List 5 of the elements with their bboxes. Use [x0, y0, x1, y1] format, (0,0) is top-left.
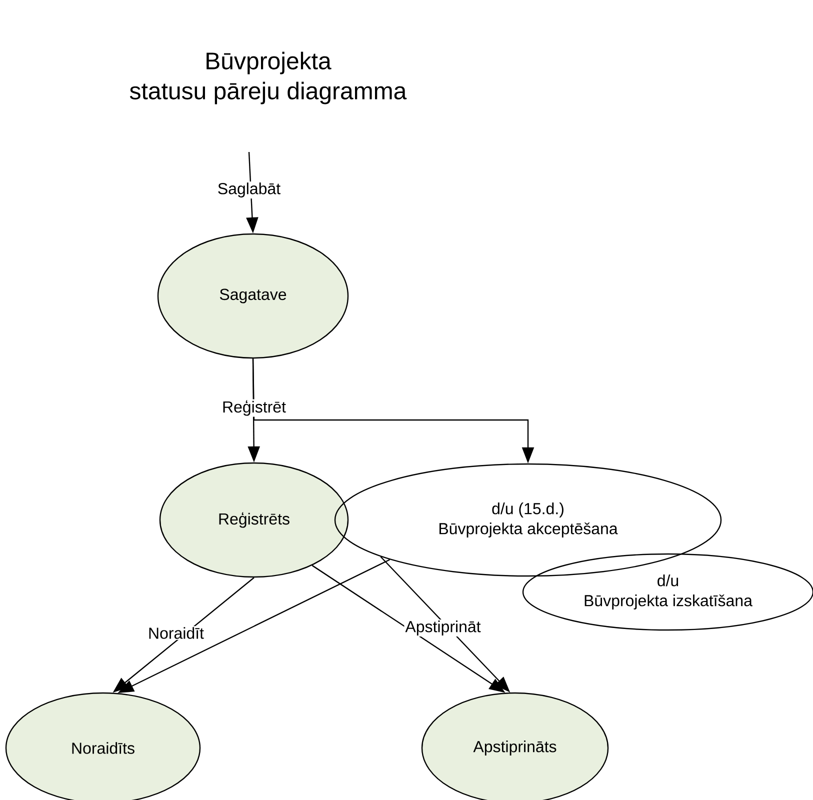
edge-label: Reģistrēt — [221, 399, 288, 417]
edge-label: Apstiprināt — [404, 620, 482, 636]
title: Būvprojekta statusu pāreju diagramma — [130, 52, 407, 104]
edge-label: Saglabāt — [216, 182, 282, 198]
edge-label: Noraidīt — [147, 626, 206, 640]
